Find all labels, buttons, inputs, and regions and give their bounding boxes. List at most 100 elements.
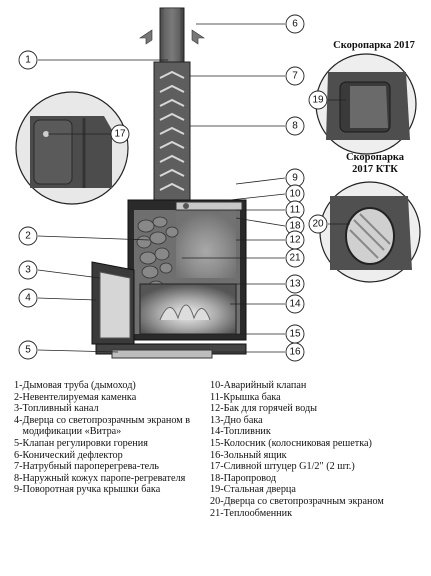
legend-text: Паропровод	[223, 472, 277, 484]
callout-num-9: 9	[292, 173, 298, 184]
callout-num-5: 5	[25, 345, 31, 356]
callout-num-11: 11	[290, 205, 301, 216]
legend-num: 20-	[210, 495, 224, 507]
steam-superheater	[153, 61, 191, 203]
legend-num: 13-	[210, 414, 224, 426]
legend-text: Крышка бака	[223, 391, 281, 403]
callout-num-16: 16	[289, 347, 301, 358]
legend-item: 11-Крышка бака	[210, 392, 424, 404]
legend-item: 14-Топливник	[210, 426, 424, 438]
legend-num: 11-	[210, 391, 224, 403]
legend-text: Дверца со светопрозрачным экраном в моди…	[22, 414, 191, 438]
legend-num: 19-	[210, 484, 224, 496]
callout-num-10: 10	[289, 189, 301, 200]
legend-num: 1-	[14, 380, 23, 391]
legend-num: 2-	[14, 391, 23, 403]
legend-item: 12-Бак для горячей воды	[210, 403, 424, 415]
callout-4	[18, 288, 38, 308]
legend-num: 18-	[210, 472, 224, 484]
legend-item: 9-Поворотная ручка крышки бака	[14, 484, 210, 496]
legend-text: Аварийный клапан	[223, 380, 307, 391]
legend-num: 8-	[14, 472, 23, 484]
callout-num-20: 20	[312, 219, 324, 230]
callout-7	[285, 66, 305, 86]
fuel-channel	[91, 261, 135, 345]
legend-text: Теплообменник	[223, 507, 293, 519]
legend-text: Поворотная ручка крышки бака	[22, 484, 161, 496]
callout-19	[308, 90, 328, 110]
legend-item: 1-Дымовая труба (дымоход)	[14, 380, 210, 392]
callout-16	[285, 342, 305, 362]
tank-lid	[175, 201, 243, 211]
callout-num-17: 17	[114, 129, 126, 140]
legend-item: 3-Топливный канал	[14, 403, 210, 415]
inset-title-bottom-line1: Скоропарка	[345, 152, 405, 163]
leader-lines	[37, 23, 350, 353]
legend-num: 6-	[14, 449, 23, 461]
callouts	[18, 14, 328, 362]
legend-text: Топливник	[223, 426, 271, 438]
legend-text: Колосник (колосниковая решетка)	[223, 437, 372, 449]
callout-num-21: 21	[289, 253, 301, 264]
callout-13	[285, 274, 305, 294]
legend-text: Клапан регулировки горения	[22, 437, 148, 449]
legend-num: 9-	[14, 484, 23, 496]
legend-text: Дверца со светопрозрачным экраном	[223, 495, 384, 507]
callout-1	[18, 50, 38, 70]
legend-num: 5-	[14, 437, 23, 449]
legend-text: Невентелируемая каменка	[22, 391, 137, 403]
legend-num: 10-	[210, 380, 224, 391]
callout-21	[285, 248, 305, 268]
legend-text: Бак для горячей воды	[223, 403, 317, 415]
callout-num-3: 3	[25, 265, 31, 276]
callout-num-14: 14	[289, 299, 301, 310]
inset-steel-door	[315, 53, 417, 155]
legend-text: Зольный ящик	[223, 449, 287, 461]
callout-3	[18, 260, 38, 280]
callout-num-13: 13	[289, 279, 301, 290]
firebox	[139, 283, 237, 335]
callout-17	[110, 124, 130, 144]
inset-glass-door	[319, 181, 421, 283]
deflector-arrows	[139, 29, 205, 45]
legend-text: Дно бака	[223, 414, 263, 426]
legend-text: Стальная дверца	[223, 484, 296, 496]
ash-box	[95, 343, 247, 359]
legend-item: 19-Стальная дверца	[210, 484, 424, 496]
legend-text: Натрубный пароперегрева-тель	[22, 461, 159, 473]
inset-title-bottom: Скоропарка 2017 КТК	[320, 152, 430, 176]
callout-num-2: 2	[25, 231, 31, 242]
legend-item: 8-Наружный кожух паропе-регревателя	[14, 473, 210, 485]
callout-20	[308, 214, 328, 234]
callout-14	[285, 294, 305, 314]
legend-item: 5-Клапан регулировки горения	[14, 438, 210, 450]
legend-num: 14-	[210, 426, 224, 438]
callout-5	[18, 340, 38, 360]
stove-diagram: 1 2 3 4 5 6 7 8 9 10 11 12 13 14 15 16 1…	[15, 7, 421, 362]
inset-title-bottom-line2: 2017 КТК	[352, 164, 398, 175]
legend-num: 21-	[210, 507, 224, 519]
legend-num: 12-	[210, 403, 224, 415]
legend-num: 7-	[14, 461, 23, 473]
legend-left-column: 1-Дымовая труба (дымоход) 2-Невентелируе…	[14, 380, 210, 519]
legend-text: Дымовая труба (дымоход)	[22, 380, 136, 391]
legend-item: 2-Невентелируемая каменка	[14, 392, 210, 404]
callout-numbers: 1 2 3 4 5 6 7 8 9 10 11 12 13 14 15 16 1…	[25, 19, 324, 358]
callout-num-12: 12	[289, 235, 301, 246]
legend-item: 10-Аварийный клапан	[210, 380, 424, 392]
legend-item: 15-Колосник (колосниковая решетка)	[210, 438, 424, 450]
legend-item: 16-Зольный ящик	[210, 450, 424, 462]
callout-num-7: 7	[292, 71, 298, 82]
callout-6	[285, 14, 305, 34]
legend-item: 20-Дверца со светопрозрачным экраном	[210, 496, 424, 508]
callout-num-8: 8	[292, 121, 298, 132]
inset-drain-fitting	[15, 91, 129, 205]
callout-8	[285, 116, 305, 136]
legend-text: Топливный канал	[22, 403, 99, 415]
legend-text: Наружный кожух паропе-регревателя	[22, 472, 186, 484]
callout-num-4: 4	[25, 293, 31, 304]
callout-2	[18, 226, 38, 246]
legend-right-column: 10-Аварийный клапан 11-Крышка бака 12-Ба…	[210, 380, 424, 519]
legend-item: 4-Дверца со светопрозрачным экраном в мо…	[14, 415, 210, 438]
callout-num-1: 1	[25, 55, 31, 66]
